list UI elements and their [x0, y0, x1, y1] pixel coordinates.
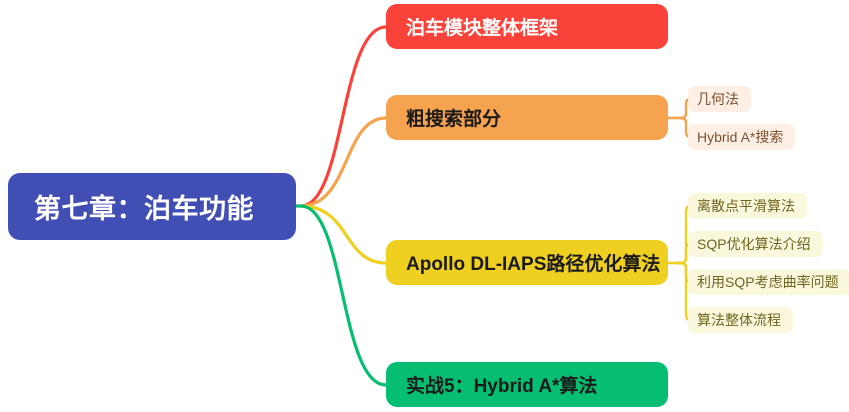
leaf-node-3-2-label: SQP优化算法介绍 — [697, 236, 811, 252]
edge-root-to-branch-3 — [299, 204, 388, 265]
branch-node-2[interactable]: 粗搜索部分 — [386, 95, 668, 140]
leaf-node-3-3[interactable]: 利用SQP考虑曲率问题 — [688, 269, 849, 295]
edge-root-to-branch-2 — [299, 116, 388, 208]
leaf-node-2-1[interactable]: 几何法 — [688, 86, 751, 112]
root-node[interactable]: 第七章：泊车功能 — [8, 173, 296, 240]
branch-node-4-label: 实战5：Hybrid A*算法 — [406, 376, 598, 397]
branch-node-2-label: 粗搜索部分 — [406, 109, 502, 130]
branch-node-1[interactable]: 泊车模块整体框架 — [386, 4, 668, 49]
leaf-node-3-1[interactable]: 离散点平滑算法 — [688, 193, 807, 219]
branch-node-3[interactable]: Apollo DL-IAPS路径优化算法 — [386, 240, 668, 285]
edge-root-to-branch-4 — [299, 204, 388, 387]
leaf-node-3-4[interactable]: 算法整体流程 — [688, 307, 793, 333]
branch-node-4[interactable]: 实战5：Hybrid A*算法 — [386, 362, 668, 407]
edge-root-to-branch-1 — [299, 25, 388, 208]
branch-node-3-label: Apollo DL-IAPS路径优化算法 — [406, 254, 661, 275]
leaf-node-3-3-label: 利用SQP考虑曲率问题 — [697, 274, 839, 290]
branch-node-1-label: 泊车模块整体框架 — [406, 18, 559, 39]
leaf-node-3-1-label: 离散点平滑算法 — [697, 198, 795, 214]
leaf-node-3-2[interactable]: SQP优化算法介绍 — [688, 231, 823, 257]
leaf-node-2-2-label: Hybrid A*搜索 — [697, 129, 784, 145]
leaf-node-3-4-label: 算法整体流程 — [697, 312, 781, 328]
root-node-label: 第七章：泊车功能 — [34, 194, 254, 224]
leaf-node-2-1-label: 几何法 — [697, 91, 739, 107]
leaf-node-2-2[interactable]: Hybrid A*搜索 — [688, 124, 796, 150]
